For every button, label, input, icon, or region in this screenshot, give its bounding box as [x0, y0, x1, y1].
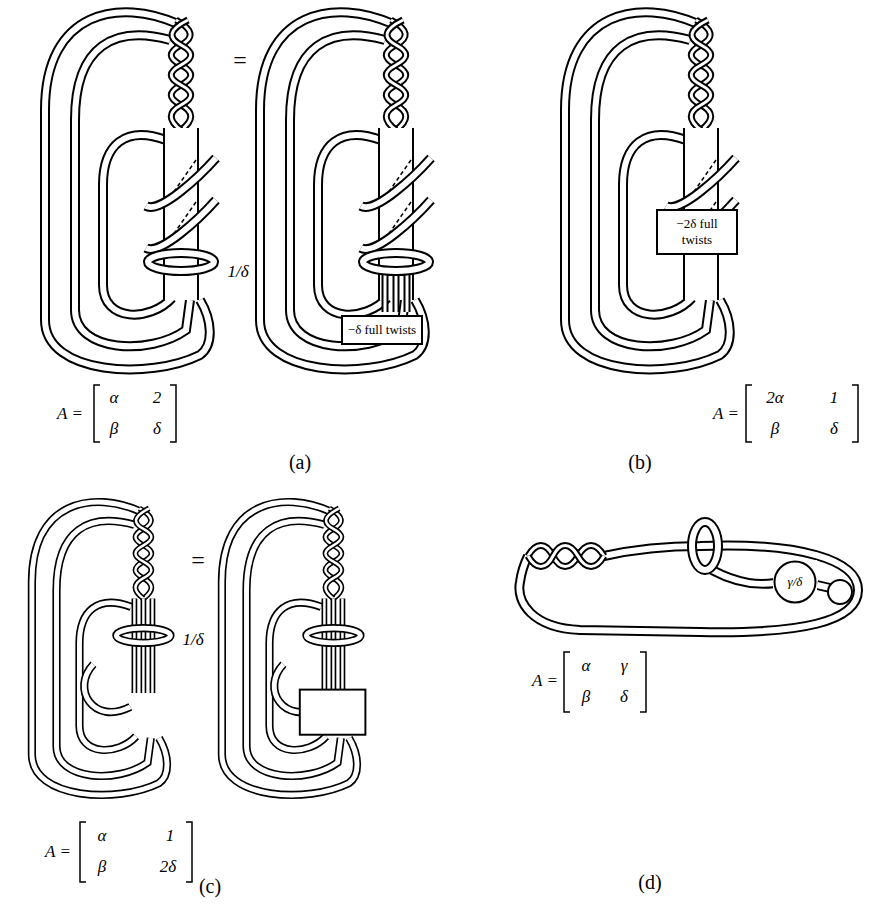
equals-sign: =: [233, 47, 247, 73]
panel-caption: (a): [289, 451, 311, 473]
matrix-entry: γ: [621, 657, 628, 676]
surgery-ring: [692, 522, 718, 570]
matrix-name: A =: [713, 405, 739, 424]
matrix-entry: 2δ: [160, 858, 176, 877]
knot-figure: [45, 12, 216, 369]
matrix-entry: α: [582, 657, 591, 676]
knot-figure: [565, 12, 736, 369]
matrix-entry: α: [98, 827, 107, 846]
panel-caption: (c): [199, 875, 221, 897]
equals-sign: =: [191, 547, 205, 573]
knot-figure: [260, 12, 431, 369]
fraction-label: 1/δ: [182, 631, 203, 650]
small-circle: [828, 580, 852, 604]
matrix-entry: 1: [830, 389, 839, 408]
matrix-entry: 2: [153, 389, 162, 408]
matrix-entry: β: [582, 688, 590, 707]
matrix-entry: β: [110, 420, 118, 439]
fraction-label: 1/δ: [227, 263, 248, 282]
matrix-name: A =: [45, 843, 71, 862]
node-text: γ/δ: [788, 574, 803, 590]
knot-figure: [32, 502, 171, 795]
surgery-ring: [363, 253, 429, 271]
matrix-entry: β: [98, 858, 106, 877]
matrix-bracket: [80, 822, 192, 882]
matrix-name: A =: [57, 405, 83, 424]
matrix-brackets: [80, 385, 858, 882]
circle-outline: [775, 562, 816, 603]
panel-caption: (d): [638, 871, 661, 893]
twists: [528, 546, 604, 567]
matrix-entry: δ: [830, 420, 838, 439]
parameter-circle: γ/δ: [773, 560, 817, 604]
band-loops: [222, 502, 361, 795]
knot-figure: [222, 502, 366, 795]
matrix-entry: β: [771, 420, 779, 439]
matrix-bracket: [564, 652, 646, 712]
coil: [361, 128, 431, 300]
band-loops: [32, 502, 171, 795]
matrix-bracket: [94, 385, 176, 442]
matrix-entry: δ: [153, 420, 161, 439]
surgery-ring: [148, 253, 214, 271]
twists: [528, 546, 604, 567]
twists: [528, 546, 604, 567]
twist-box: −2δ full twists: [656, 209, 738, 254]
twists: [528, 546, 604, 567]
twist-box: −δ full twists: [341, 315, 423, 345]
knot-figure: [519, 522, 858, 632]
matrix-bracket: [746, 385, 858, 442]
coil: [146, 128, 216, 300]
node-text: −2δ full twists: [662, 216, 732, 247]
matrix-entry: 2α: [766, 389, 783, 408]
matrix-entry: α: [110, 389, 119, 408]
matrix-name: A =: [532, 672, 558, 691]
surgery-ring: [692, 522, 718, 570]
matrix-entry: δ: [620, 688, 628, 707]
twist-box: [300, 690, 366, 735]
matrix-entry: 1: [166, 827, 175, 846]
node-text: −δ full twists: [348, 322, 416, 338]
panel-caption: (b): [628, 451, 651, 473]
